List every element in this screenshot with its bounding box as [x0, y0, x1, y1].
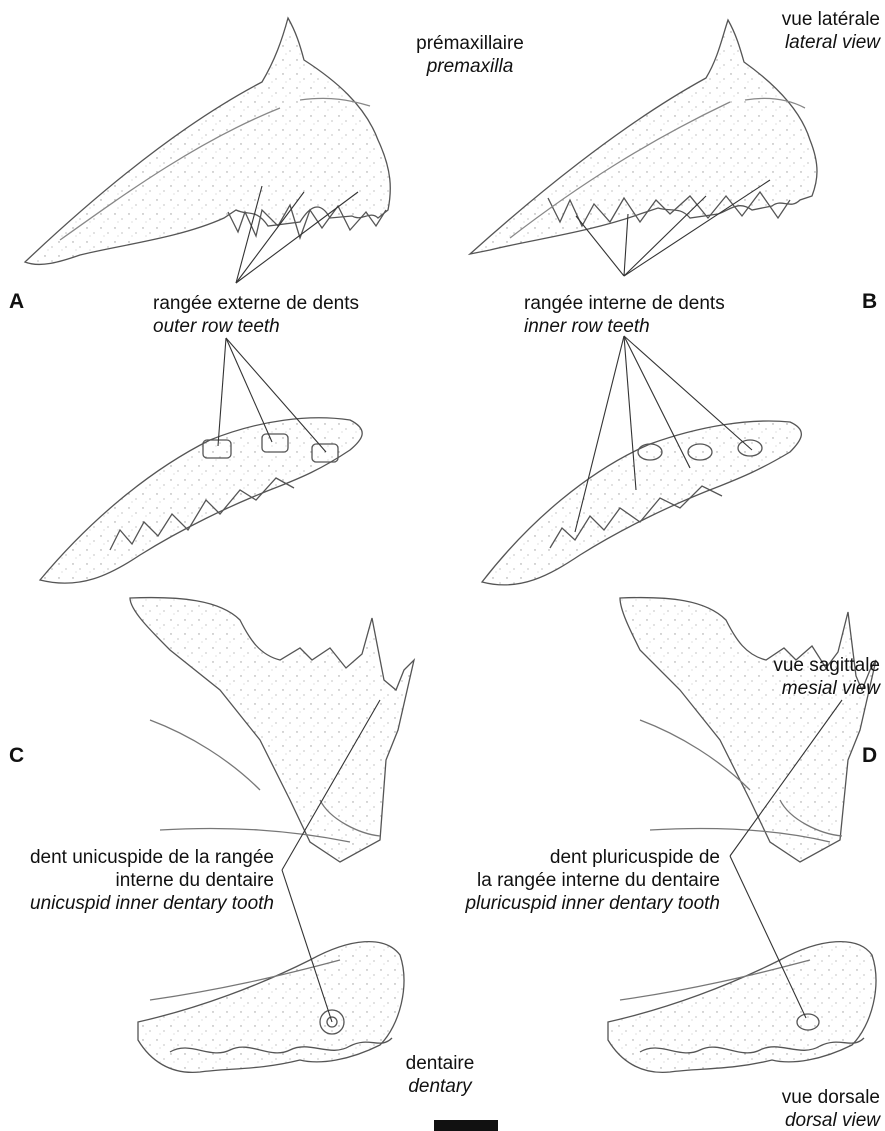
label-dentary-en: dentary: [388, 1075, 492, 1098]
label-premaxilla-en: premaxilla: [382, 55, 558, 78]
label-unicuspid-en: unicuspid inner dentary tooth: [4, 892, 274, 915]
label-outer-row-fr: rangée externe de dents: [153, 292, 359, 315]
label-lateral-view-fr: vue latérale: [680, 8, 880, 31]
label-mesial-view: vue sagittale mesial view: [680, 654, 880, 700]
label-unicuspid-fr1: dent unicuspide de la rangée: [4, 846, 274, 869]
label-dorsal-view-fr: vue dorsale: [680, 1086, 880, 1109]
label-inner-row-fr: rangée interne de dents: [524, 292, 725, 315]
dentary-mesial-c: [130, 598, 414, 862]
premaxilla-dorsal-b: [482, 421, 801, 585]
figure-caption-tab: [434, 1120, 498, 1131]
premaxilla-lateral-a: [25, 18, 390, 264]
label-outer-row-en: outer row teeth: [153, 315, 359, 338]
label-dentary: dentaire dentary: [388, 1052, 492, 1098]
label-inner-row-en: inner row teeth: [524, 315, 725, 338]
premaxilla-dorsal-a: [40, 418, 362, 583]
label-pluricuspid-en: pluricuspid inner dentary tooth: [430, 892, 720, 915]
panel-letter-c: C: [9, 744, 24, 768]
dentary-dorsal-c: [138, 942, 404, 1073]
panel-letter-b: B: [862, 290, 877, 314]
label-lateral-view: vue latérale lateral view: [680, 8, 880, 54]
label-pluricuspid-fr1: dent pluricuspide de: [430, 846, 720, 869]
panel-letter-a: A: [9, 290, 24, 314]
label-lateral-view-en: lateral view: [680, 31, 880, 54]
label-dentary-fr: dentaire: [388, 1052, 492, 1075]
label-pluricuspid-fr2: la rangée interne du dentaire: [430, 869, 720, 892]
dentary-dorsal-d: [608, 942, 876, 1073]
label-premaxilla-fr: prémaxillaire: [382, 32, 558, 55]
label-premaxilla: prémaxillaire premaxilla: [382, 32, 558, 78]
label-mesial-view-en: mesial view: [680, 677, 880, 700]
label-unicuspid: dent unicuspide de la rangée interne du …: [4, 846, 274, 915]
label-outer-row: rangée externe de dents outer row teeth: [153, 292, 359, 338]
label-dorsal-view-en: dorsal view: [680, 1109, 880, 1131]
label-mesial-view-fr: vue sagittale: [680, 654, 880, 677]
dentary-mesial-d: [620, 598, 876, 862]
label-dorsal-view: vue dorsale dorsal view: [680, 1086, 880, 1131]
label-unicuspid-fr2: interne du dentaire: [4, 869, 274, 892]
panel-letter-d: D: [862, 744, 877, 768]
label-pluricuspid: dent pluricuspide de la rangée interne d…: [430, 846, 720, 915]
label-inner-row: rangée interne de dents inner row teeth: [524, 292, 725, 338]
